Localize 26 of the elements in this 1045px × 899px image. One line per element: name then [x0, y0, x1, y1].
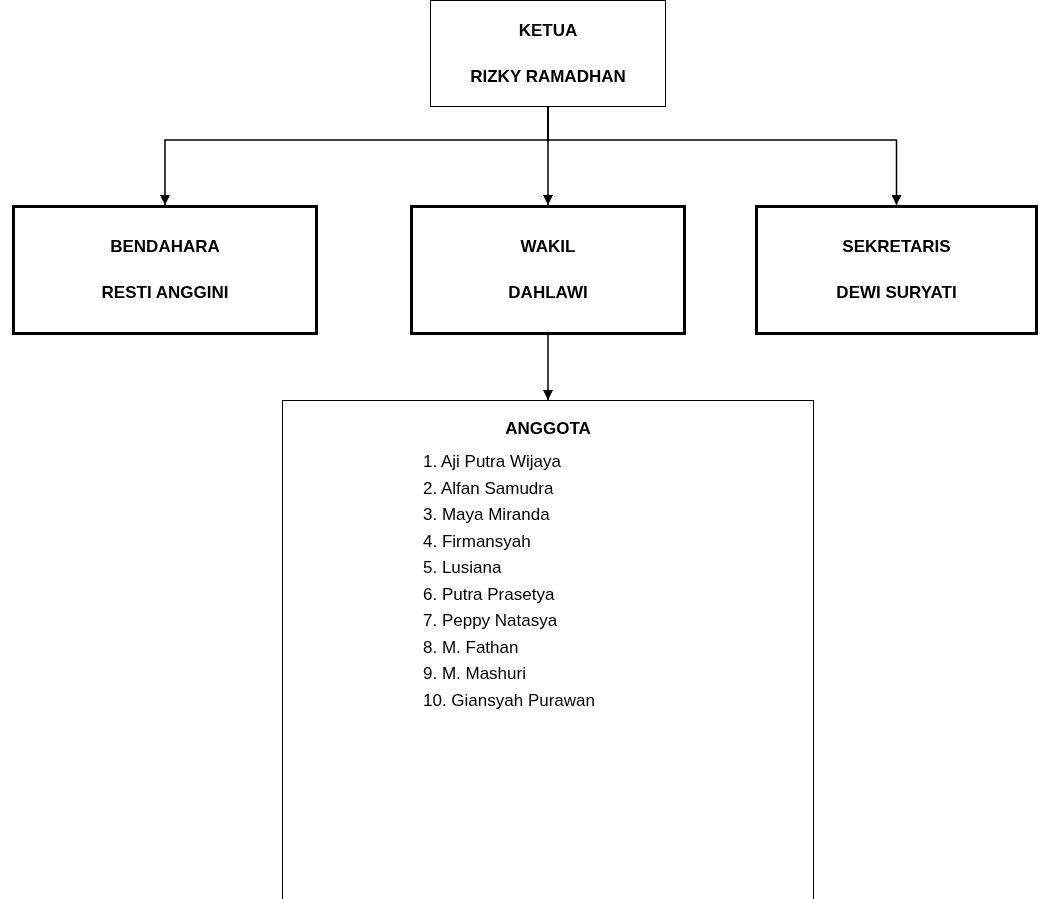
member-name: 6. Putra Prasetya [423, 583, 556, 606]
member-name: 3. Maya Miranda [423, 504, 551, 526]
position-box [755, 205, 1038, 335]
member-name: 1. Aji Putra Wijaya [423, 451, 562, 473]
position-title: BENDAHARA [110, 237, 220, 257]
person-name: DEWI SURYATI [836, 283, 957, 303]
member-name: 9. M. Mashuri [423, 663, 527, 685]
position-title: SEKRETARIS [842, 237, 951, 257]
member-name: 8. M. Fathan [423, 636, 520, 659]
member-name: 4. Firmansyah [423, 530, 532, 553]
person-name: RIZKY RAMADHAN [470, 66, 626, 87]
arrow [547, 106, 902, 206]
person-name: DAHLAWI [508, 283, 588, 303]
position-box [410, 205, 686, 335]
member-list-box [282, 400, 814, 899]
member-name: 7. Peppy Natasya [423, 610, 559, 632]
position-box [12, 205, 318, 335]
position-title: WAKIL [520, 237, 576, 257]
position-title: ANGGOTA [505, 419, 591, 439]
position-title: KETUA [518, 20, 578, 41]
position-box [430, 0, 666, 107]
member-name: 5. Lusiana [423, 557, 503, 579]
member-name: 10. Giansyah Purawan [423, 689, 595, 712]
person-name: RESTI ANGGINI [101, 283, 229, 303]
member-name: 2. Alfan Samudra [423, 477, 555, 500]
arrow [543, 334, 553, 401]
